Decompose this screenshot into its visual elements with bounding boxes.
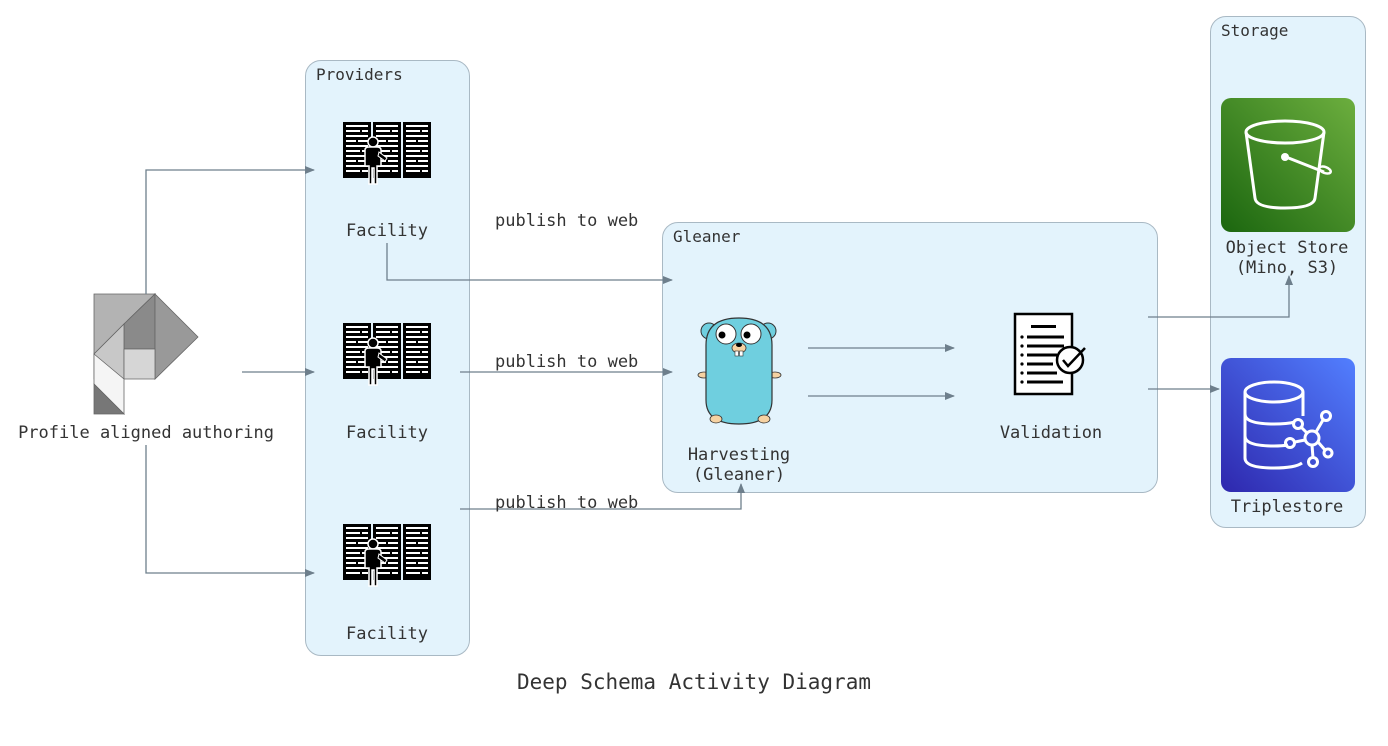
edge-authoring-to-facility-1 [145, 166, 315, 294]
bucket-icon [1221, 98, 1355, 232]
gopher-icon [697, 317, 782, 425]
edge-label-publish-1: publish to web [495, 211, 639, 231]
harvesting-label: Harvesting (Gleaner) [687, 445, 791, 485]
server-rack-person-icon [343, 524, 431, 586]
facility-1-label: Facility [346, 221, 428, 241]
validation-label: Validation [999, 423, 1103, 443]
facility-2-label: Facility [346, 423, 428, 443]
object-store-label: Object Store (Mino, S3) [1225, 238, 1349, 278]
server-rack-person-icon [343, 122, 431, 184]
edge-gleaner-to-object-store [1148, 275, 1293, 318]
providers-group-title: Providers [316, 65, 403, 84]
server-rack-person-icon [343, 323, 431, 385]
triplestore-label: Triplestore [1230, 497, 1344, 517]
graph-database-icon [1221, 358, 1355, 492]
profile-logo-icon [93, 293, 199, 415]
diagram-caption: Deep Schema Activity Diagram [516, 670, 871, 694]
edge-label-publish-3: publish to web [495, 493, 639, 513]
facility-3-label: Facility [346, 624, 428, 644]
checklist-document-icon [1013, 312, 1086, 396]
gleaner-group-title: Gleaner [673, 227, 741, 246]
storage-group-title: Storage [1221, 21, 1289, 40]
edge-facility-1-to-gleaner [386, 243, 673, 284]
edge-facility-3-to-gleaner [460, 483, 745, 510]
authoring-label: Profile aligned authoring [18, 423, 274, 443]
edge-label-publish-2: publish to web [495, 352, 639, 372]
edge-authoring-to-facility-3 [145, 445, 315, 577]
